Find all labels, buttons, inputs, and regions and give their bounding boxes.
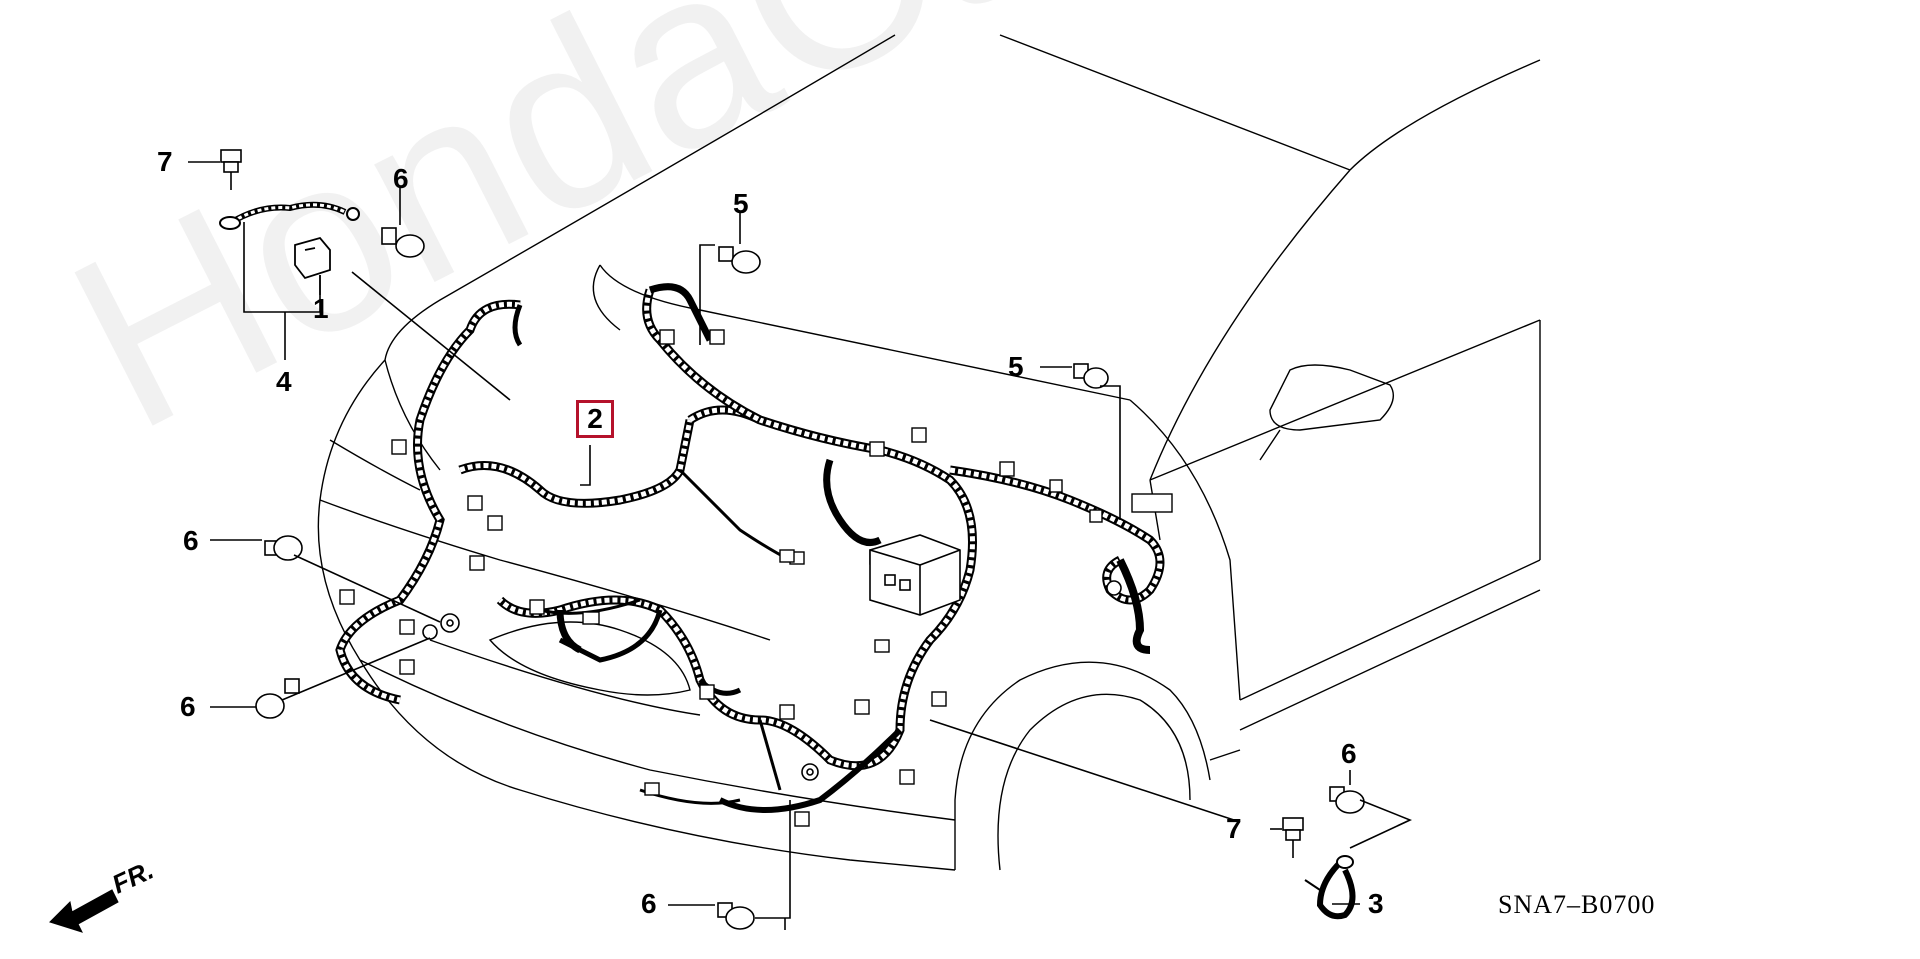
callout-6-bottom-right: 6 [1341, 738, 1357, 769]
ground-cable-part-3 [1304, 855, 1356, 920]
callout-6-bottom: 6 [641, 888, 657, 919]
callout-5-top: 5 [733, 188, 749, 219]
callout-7-bottom-right: 7 [1226, 813, 1242, 844]
ground-cable-part-4 [219, 201, 360, 230]
front-direction-arrow [49, 889, 119, 933]
fasteners [220, 149, 1365, 930]
callout-6-top: 6 [393, 163, 409, 194]
clip-part-1 [294, 236, 331, 280]
callout-1: 1 [313, 293, 329, 324]
leader-lines [188, 161, 1413, 930]
diagram-code: SNA7–B0700 [1498, 890, 1656, 919]
callout-6-left-lower: 6 [180, 691, 196, 722]
relay-box [869, 534, 961, 616]
callout-5-right: 5 [1008, 351, 1024, 382]
callout-4: 4 [276, 366, 292, 397]
callout-6-left-upper: 6 [183, 525, 199, 556]
grommets [422, 580, 1122, 781]
car-body-outline [317, 34, 1541, 871]
callout-2-highlighted: 2 [576, 400, 614, 438]
callout-3: 3 [1368, 888, 1384, 919]
callout-7-top: 7 [157, 146, 173, 177]
harness-connectors [339, 329, 1173, 827]
